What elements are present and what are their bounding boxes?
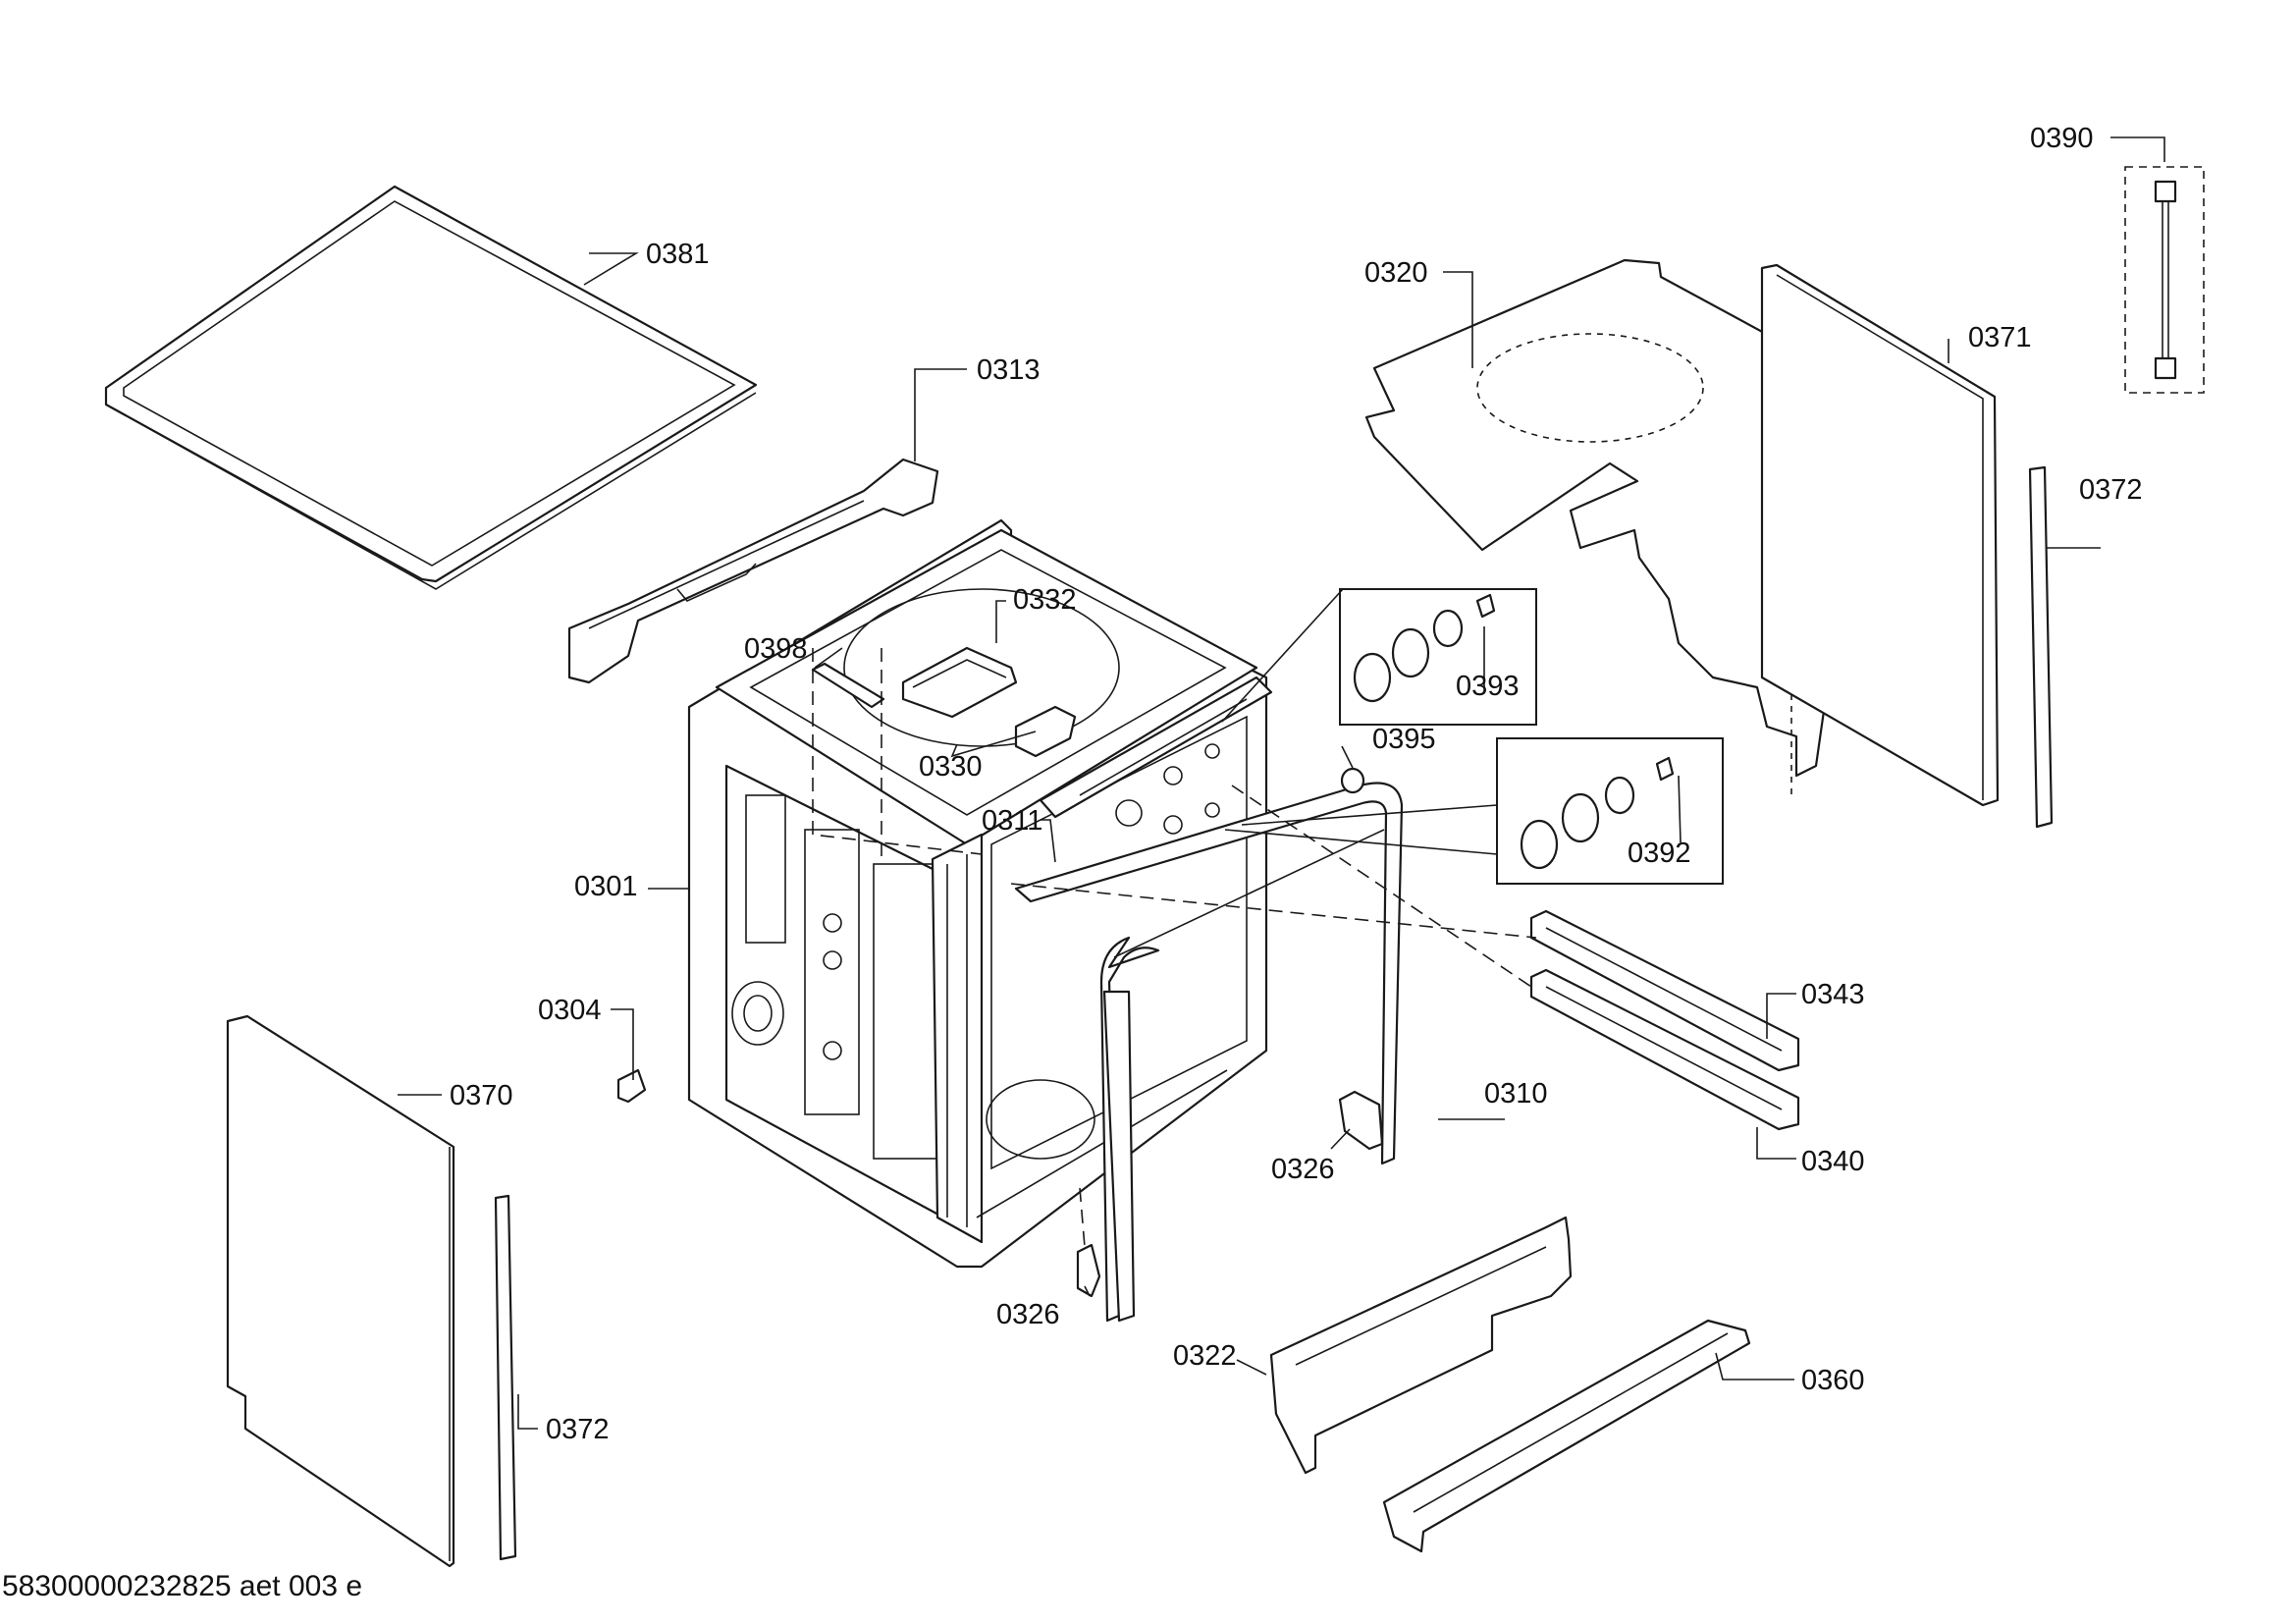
label-0371: 0371: [1968, 322, 2032, 353]
part-0372-strip-right: [2028, 465, 2054, 829]
document-code: 58300000232825 aet 003 e: [2, 1570, 362, 1602]
leader-lines: [398, 136, 2165, 1430]
label-0343: 0343: [1801, 979, 1865, 1010]
label-0398: 0398: [744, 633, 808, 665]
part-0360-base-trim: [1382, 1319, 1751, 1553]
assembly-lines: [812, 648, 1537, 1248]
detail-box-0392: [1496, 737, 1724, 885]
label-0392: 0392: [1628, 838, 1691, 869]
part-0326-clip-bottom: [1076, 1243, 1101, 1298]
part-0301-tub-frame: [687, 518, 1273, 1269]
part-0326-clip-mid: [1338, 1090, 1384, 1151]
part-0340-rail: [1529, 968, 1800, 1131]
label-0332: 0332: [1013, 584, 1077, 616]
part-0398-strip: [811, 662, 885, 709]
part-0395-plug: [1340, 767, 1365, 794]
detail-box-0393: [1339, 588, 1537, 726]
label-0372-left: 0372: [546, 1414, 610, 1445]
label-0326-bottom: 0326: [996, 1299, 1060, 1330]
part-0304-clip: [616, 1068, 647, 1104]
part-0381-top-cover: [104, 185, 758, 590]
part-0370-side-panel: [226, 1014, 455, 1568]
label-0381: 0381: [646, 239, 710, 270]
part-0332-module: [901, 646, 1018, 719]
label-0322: 0322: [1173, 1340, 1237, 1372]
part-0330-module: [1014, 705, 1077, 758]
part-0371-side-panel: [1760, 263, 2000, 807]
label-0311: 0311: [982, 805, 1042, 837]
label-0330: 0330: [919, 751, 983, 783]
label-0326-mid: 0326: [1271, 1154, 1335, 1185]
part-0390-cable: [2124, 166, 2205, 394]
label-0304: 0304: [538, 995, 602, 1026]
callout-labels: 0381 0313 0332 0398 0330 0311 0301 0304 …: [450, 123, 2143, 1445]
label-0395: 0395: [1372, 724, 1436, 755]
label-0370: 0370: [450, 1080, 513, 1111]
part-0372-strip-left: [494, 1194, 517, 1561]
label-0301: 0301: [574, 871, 638, 902]
label-0320: 0320: [1364, 257, 1428, 289]
label-0310: 0310: [1484, 1078, 1548, 1110]
label-0340: 0340: [1801, 1146, 1865, 1177]
part-0313-rail: [567, 458, 939, 684]
label-0360: 0360: [1801, 1365, 1865, 1396]
label-0313: 0313: [977, 354, 1041, 386]
label-0393: 0393: [1456, 671, 1520, 702]
part-0310-seal-frame: [1014, 782, 1404, 1323]
label-0372-right: 0372: [2079, 474, 2143, 506]
label-0390: 0390: [2030, 123, 2094, 154]
part-0322-toe-kick: [1269, 1216, 1573, 1475]
